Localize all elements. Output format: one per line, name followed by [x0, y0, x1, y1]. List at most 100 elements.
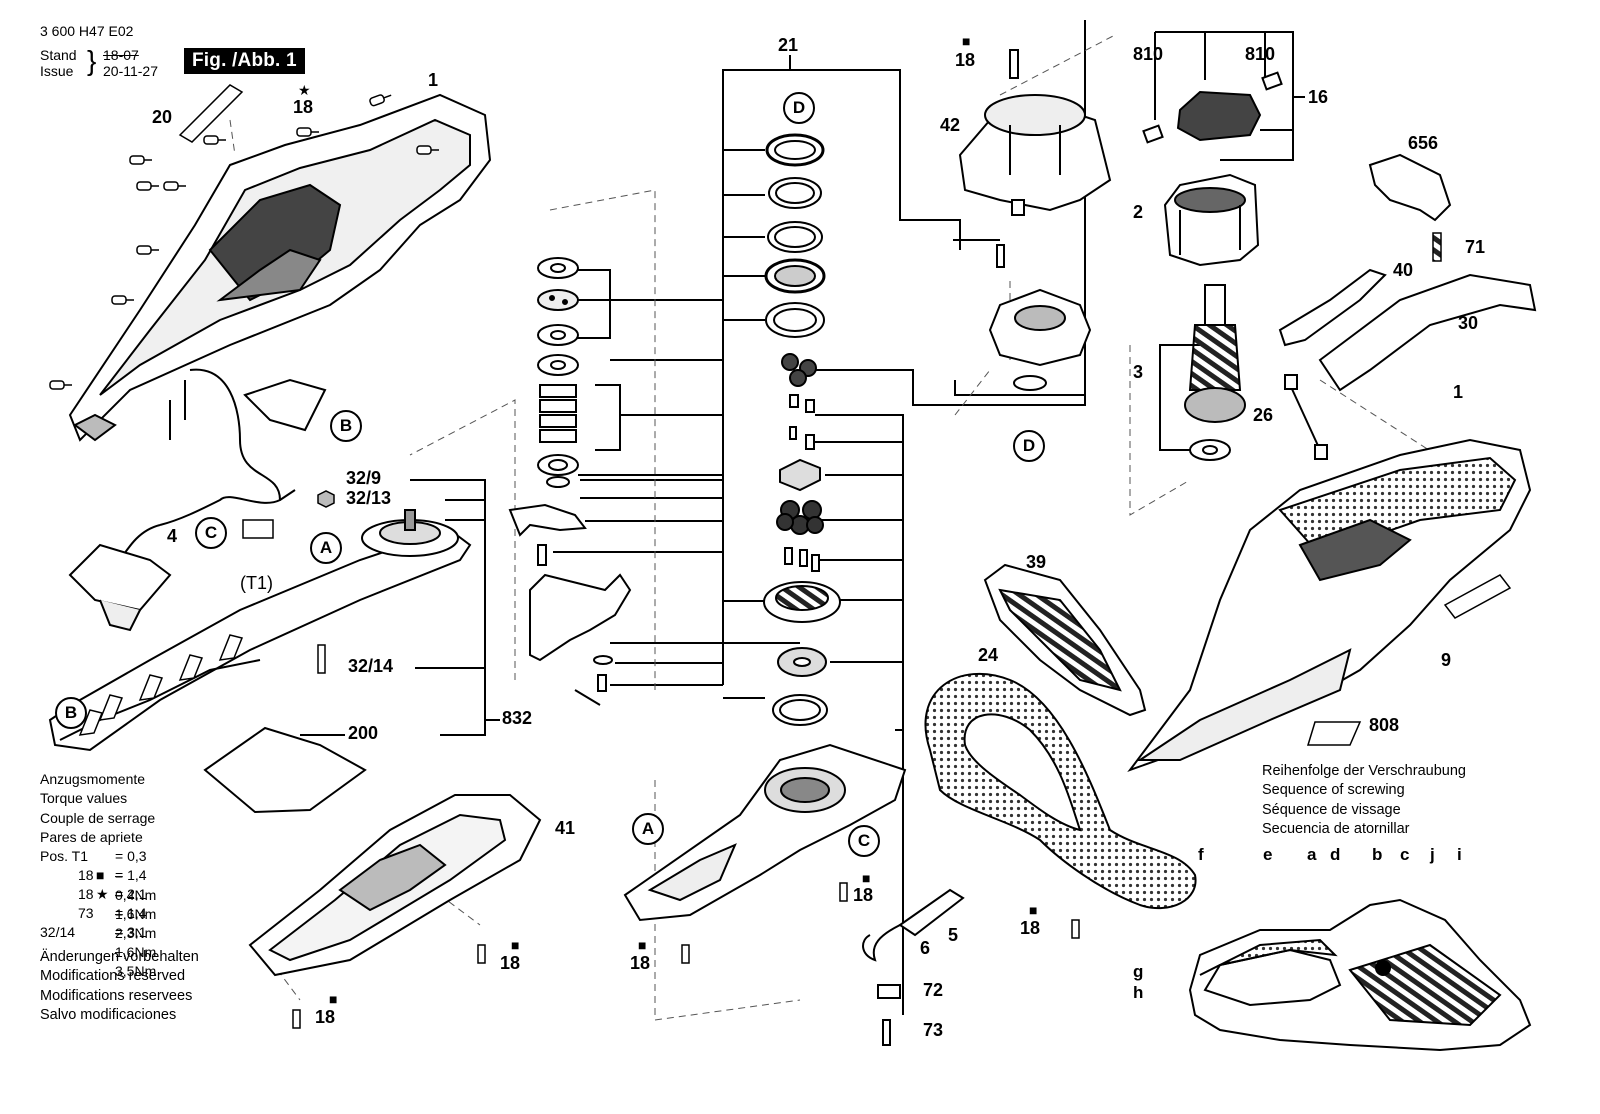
part-label: 20: [152, 107, 173, 127]
bracket-3: [1159, 344, 1205, 451]
callout-a: A: [632, 813, 664, 845]
part-label: 18: [853, 885, 874, 905]
part-label: 18: [1020, 918, 1041, 938]
nut-32-13: [317, 490, 335, 508]
part-label: 32/9: [346, 468, 382, 488]
seq-letter-d: d: [1330, 845, 1341, 864]
torque-pos: Pos. T1: [40, 848, 88, 865]
bracket-21: [553, 55, 961, 699]
bracket-spring-stack: [575, 269, 723, 476]
part-label: 16: [1308, 87, 1329, 107]
torque-table: Anzugsmomente Torque values Couple de se…: [40, 770, 157, 979]
callout-a: A: [310, 532, 342, 564]
part-label: 71: [1465, 237, 1486, 257]
star-screws: [49, 94, 439, 390]
modifications-de: Änderungen vorbehalten: [40, 949, 199, 965]
part-label: 810: [1245, 44, 1276, 64]
screw-sequence-view: [1188, 898, 1532, 1052]
square-symbol: ■: [638, 937, 647, 953]
callout-b: B: [330, 410, 362, 442]
torque-pos: 73: [78, 905, 94, 922]
handle-rail-30: [1318, 273, 1537, 392]
torque-pos: 18: [78, 867, 94, 884]
stand-date: 18-07: [103, 47, 139, 63]
brush-holder-16: [1142, 71, 1283, 144]
clip-656: [1368, 153, 1452, 222]
clip-b: [243, 378, 327, 432]
part-label: 18: [500, 953, 521, 973]
sequence-heading-de: Reihenfolge der Verschraubung: [1262, 763, 1466, 779]
seq-letter-g: g: [1133, 962, 1144, 981]
lower-housing-41: [248, 794, 542, 977]
torque-heading-en: Torque values: [40, 790, 128, 807]
part-label: 656: [1408, 133, 1439, 153]
part-label: 24: [978, 645, 999, 665]
cam-lever: [508, 503, 632, 706]
part-label: 40: [1393, 260, 1414, 280]
part-label: 4: [167, 526, 178, 546]
torque-pos: 18: [78, 886, 94, 903]
power-cable: [862, 888, 965, 1046]
square-screws: [292, 882, 1080, 1029]
torque-value: = 3,1 – 3,5Nm: [115, 924, 157, 979]
torque-rows: Pos. T1 = 0,3 – 0,4Nm 18 ■ = 1,4 – 1,6Nm…: [40, 847, 157, 979]
spring-71: [1432, 232, 1442, 262]
square-symbol: ■: [96, 867, 105, 884]
issue-date: 20-11-27: [103, 63, 159, 79]
seq-letter-h: h: [1133, 983, 1144, 1002]
part-label: 72: [923, 980, 944, 1000]
torque-heading-es: Pares de apriete: [40, 828, 143, 845]
callout-c: C: [195, 517, 227, 549]
part-label: 41: [555, 818, 576, 838]
part-label: 832: [502, 708, 533, 728]
modifications-fr: Modifications reservees: [40, 987, 193, 1004]
part-label: (T1): [240, 573, 273, 593]
torque-value: = 1,4 – 1,6Nm: [115, 867, 157, 922]
modifications-es: Salvo modificaciones: [40, 1007, 177, 1024]
bracket-832: [300, 479, 500, 736]
part-label: 73: [923, 1020, 944, 1040]
star-symbol: ★: [96, 886, 109, 903]
star-symbol: ★: [298, 82, 311, 98]
square-symbol: ■: [511, 937, 520, 953]
part-label: 3: [1133, 362, 1144, 382]
link-26: [1284, 374, 1328, 460]
square-symbol: ■: [329, 991, 338, 1007]
part-label: 808: [1369, 715, 1400, 735]
bracket-gear-column: [813, 20, 1086, 1015]
part-label: 1: [428, 70, 439, 90]
part-label: 18: [315, 1007, 336, 1027]
stand-label: Stand: [40, 47, 77, 63]
screw-sequence-headings: Reihenfolge der Verschraubung Sequence o…: [1262, 762, 1466, 840]
front-handle-24: [924, 672, 1197, 910]
part-label: 6: [920, 938, 931, 958]
issue-label: Issue: [40, 63, 74, 79]
torque-value: = 2,1 – 2,3Nm: [115, 886, 157, 941]
seq-letter-e: e: [1263, 845, 1273, 864]
seq-letter-a: a: [1307, 845, 1317, 864]
figure-title: Fig. /Abb. 1: [184, 48, 305, 74]
part-label: 200: [348, 723, 379, 743]
bracket-16: [1154, 31, 1305, 161]
part-label: 18: [955, 50, 976, 70]
lever-40: [1278, 268, 1387, 347]
part-label: 18: [630, 953, 651, 973]
square-symbol: ■: [862, 870, 871, 886]
seq-letter-f: f: [1198, 845, 1204, 864]
part-label: 2: [1133, 202, 1144, 222]
part-label: 32/14: [348, 656, 394, 676]
part-label: 810: [1133, 44, 1164, 64]
motor-cover-42: [958, 49, 1112, 216]
modifications-en: Modifications reserved: [40, 968, 186, 985]
torque-heading-de: Anzugsmomente: [40, 771, 146, 787]
callout-b: B: [55, 697, 87, 729]
square-symbol: ■: [1029, 902, 1038, 918]
sequence-heading-en: Sequence of screwing: [1262, 782, 1405, 799]
square-symbol: ■: [962, 33, 971, 49]
seq-letter-c: c: [1400, 845, 1410, 864]
seq-letter-b: b: [1372, 845, 1383, 864]
callout-d: D: [783, 92, 815, 124]
torque-value: = 1,4 – 1,6Nm: [115, 905, 157, 960]
screw-32-14: [317, 644, 326, 674]
